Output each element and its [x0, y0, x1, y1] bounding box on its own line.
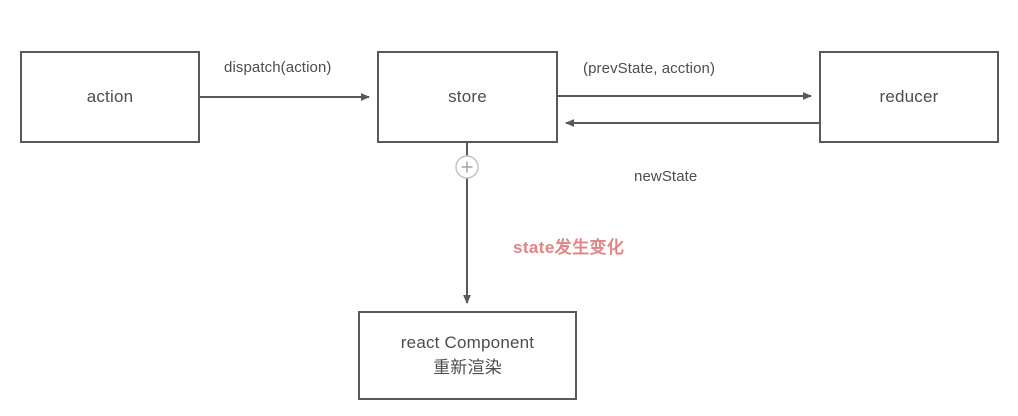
edge-label-dispatch: dispatch(action): [224, 59, 332, 76]
node-reducer[interactable]: reducer: [819, 51, 999, 143]
edge-label-state-change: state发生变化: [513, 238, 625, 257]
node-react-component-label-0: react Component: [400, 332, 535, 352]
node-react-component[interactable]: react Component 重新渲染: [358, 311, 577, 400]
node-store[interactable]: store: [377, 51, 558, 143]
node-action[interactable]: action: [20, 51, 200, 143]
node-react-component-label-1: 重新渲染: [433, 357, 502, 377]
node-action-label-0: action: [86, 86, 134, 106]
edge-label-newstate: newState: [634, 168, 698, 185]
node-reducer-label-0: reducer: [879, 86, 939, 106]
node-store-label-0: store: [448, 86, 487, 106]
edge-label-prevstate: (prevState, acction): [583, 60, 716, 77]
plus-connector-icon[interactable]: [455, 155, 479, 179]
